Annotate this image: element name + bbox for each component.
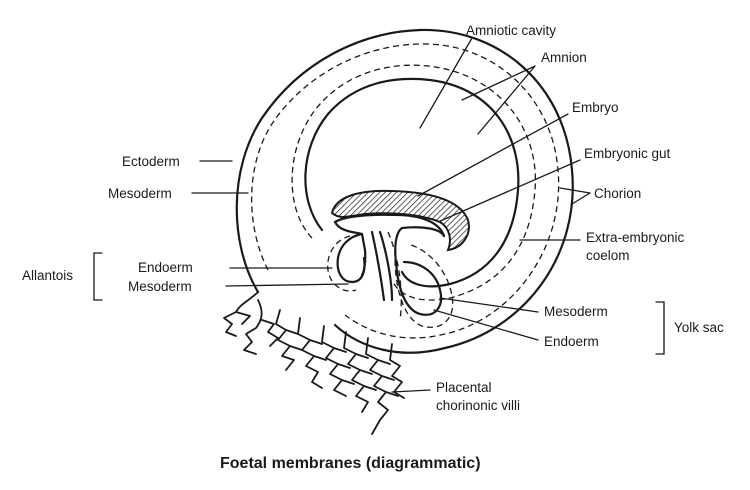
label-yolk-mesoderm: Mesoderm bbox=[544, 304, 608, 319]
label-amnion: Amnion bbox=[541, 50, 587, 65]
connecting-stalk-dashed bbox=[387, 231, 402, 321]
label-embryo: Embryo bbox=[572, 100, 619, 115]
label-chorion: Chorion bbox=[594, 186, 641, 201]
label-amniotic-cavity: Amniotic cavity bbox=[466, 23, 556, 38]
label-yolk-sac: Yolk sac bbox=[674, 320, 724, 335]
chorionic-villi bbox=[223, 291, 405, 435]
yolk-sac-dashed bbox=[394, 239, 454, 328]
label-chorinonic-villi: chorinonic villi bbox=[436, 398, 520, 413]
allantois-dashed bbox=[327, 235, 357, 292]
allantois-sac bbox=[336, 232, 366, 284]
amnion-solid bbox=[304, 77, 520, 288]
embryonic-gut bbox=[333, 213, 446, 238]
allantois-bracket bbox=[93, 252, 103, 301]
yolk-sac bbox=[394, 260, 443, 316]
label-coelom: coelom bbox=[586, 248, 630, 263]
label-placental: Placental bbox=[436, 380, 492, 395]
label-yolk-endoerm: Endoerm bbox=[544, 334, 599, 349]
label-embryonic-gut: Embryonic gut bbox=[584, 146, 671, 161]
label-allantois-mesoderm: Mesoderm bbox=[128, 279, 192, 294]
label-allantois-endoerm: Endoerm bbox=[138, 260, 193, 275]
chorion-outer bbox=[235, 28, 574, 354]
connecting-stalk bbox=[370, 230, 394, 302]
label-allantois: Allantois bbox=[22, 268, 73, 283]
leader-lines bbox=[191, 37, 591, 393]
label-mesoderm-outer: Mesoderm bbox=[108, 186, 172, 201]
diagram-caption: Foetal membranes (diagrammatic) bbox=[220, 455, 481, 472]
chorion-inner-dashed bbox=[250, 43, 560, 339]
yolk-sac-bracket bbox=[655, 301, 665, 355]
label-extra-embryonic: Extra-embryonic bbox=[586, 230, 685, 245]
embryo-body bbox=[330, 189, 470, 252]
label-ectoderm: Ectoderm bbox=[122, 154, 180, 169]
amnion-dashed bbox=[291, 64, 537, 301]
